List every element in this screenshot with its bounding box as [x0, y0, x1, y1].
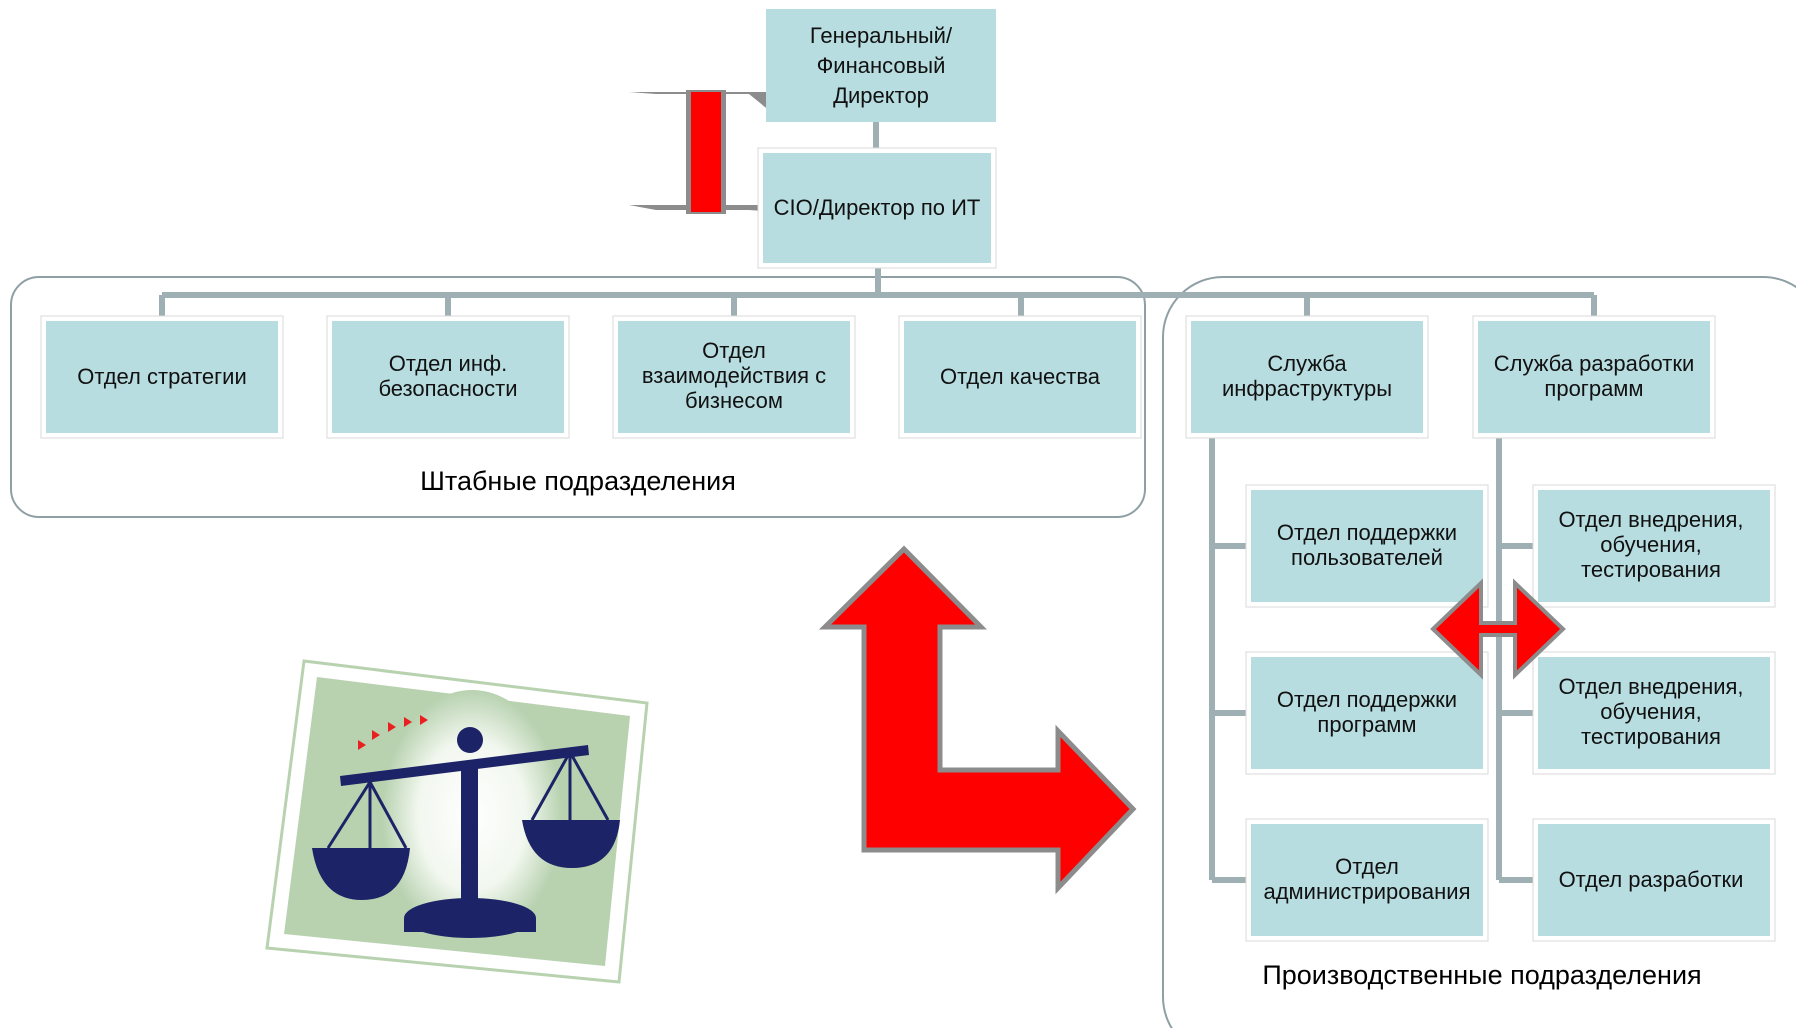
svg-text:Отдел: Отдел: [1335, 854, 1399, 879]
svg-text:обучения,: обучения,: [1600, 532, 1702, 557]
scales-of-justice-icon: [265, 659, 649, 984]
implementation-dept-box-2: Отдел внедрения, обучения, тестирования: [1532, 651, 1776, 775]
svg-text:безопасности: безопасности: [378, 376, 517, 401]
double-arrow-horizontal-icon: [1430, 578, 1566, 680]
svg-text:бизнесом: бизнесом: [685, 388, 783, 413]
svg-text:Отдел качества: Отдел качества: [940, 364, 1101, 389]
infrastructure-service-box: Служба инфраструктуры: [1185, 315, 1429, 439]
ceo-line-1: Генеральный/: [810, 23, 953, 48]
svg-text:Отдел разработки: Отдел разработки: [1559, 867, 1744, 892]
svg-text:Отдел внедрения,: Отдел внедрения,: [1558, 674, 1743, 699]
development-service-box: Служба разработки программ: [1472, 315, 1716, 439]
bent-double-arrow-icon: [818, 545, 1137, 895]
svg-text:программ: программ: [1317, 712, 1416, 737]
production-group-caption: Производственные подразделения: [1262, 960, 1701, 990]
svg-text:программ: программ: [1544, 376, 1643, 401]
svg-text:Отдел поддержки: Отдел поддержки: [1277, 520, 1457, 545]
svg-text:Отдел: Отдел: [702, 338, 766, 363]
user-support-dept-box: Отдел поддержки пользователей: [1245, 484, 1489, 608]
staff-dept-box-1: Отдел стратегии: [40, 315, 284, 439]
development-dept-box: Отдел разработки: [1532, 818, 1776, 942]
administration-dept-box: Отдел администрирования: [1245, 818, 1489, 942]
svg-text:Служба разработки: Служба разработки: [1494, 351, 1695, 376]
svg-text:обучения,: обучения,: [1600, 699, 1702, 724]
svg-text:Служба: Служба: [1267, 351, 1347, 376]
connector-lines: [159, 122, 1597, 883]
ceo-line-2: Финансовый: [817, 53, 946, 78]
staff-group-caption: Штабные подразделения: [420, 466, 736, 496]
staff-dept-box-3: Отдел взаимодействия с бизнесом: [612, 315, 856, 439]
svg-text:инфраструктуры: инфраструктуры: [1222, 376, 1392, 401]
svg-text:взаимодействия с: взаимодействия с: [642, 363, 826, 388]
cio-label: CIO/Директор по ИТ: [774, 195, 981, 220]
svg-text:пользователей: пользователей: [1291, 545, 1443, 570]
implementation-dept-box-1: Отдел внедрения, обучения, тестирования: [1532, 484, 1776, 608]
ceo-box: Генеральный/ Финансовый Директор: [766, 9, 996, 122]
staff-dept-box-2: Отдел инф. безопасности: [326, 315, 570, 439]
svg-text:тестирования: тестирования: [1581, 557, 1721, 582]
production-group-frame: [1162, 276, 1796, 1028]
ceo-line-3: Директор: [833, 83, 929, 108]
svg-text:администрирования: администрирования: [1263, 879, 1470, 904]
double-arrow-vertical-icon: [629, 90, 776, 214]
staff-group-frame: [10, 276, 1146, 518]
cio-box: CIO/Директор по ИТ: [757, 147, 997, 269]
svg-text:Отдел инф.: Отдел инф.: [389, 351, 507, 376]
software-support-dept-box: Отдел поддержки программ: [1245, 651, 1489, 775]
svg-text:Отдел внедрения,: Отдел внедрения,: [1558, 507, 1743, 532]
svg-text:тестирования: тестирования: [1581, 724, 1721, 749]
svg-text:Отдел стратегии: Отдел стратегии: [77, 364, 246, 389]
staff-dept-box-4: Отдел качества: [898, 315, 1142, 439]
svg-text:Отдел поддержки: Отдел поддержки: [1277, 687, 1457, 712]
